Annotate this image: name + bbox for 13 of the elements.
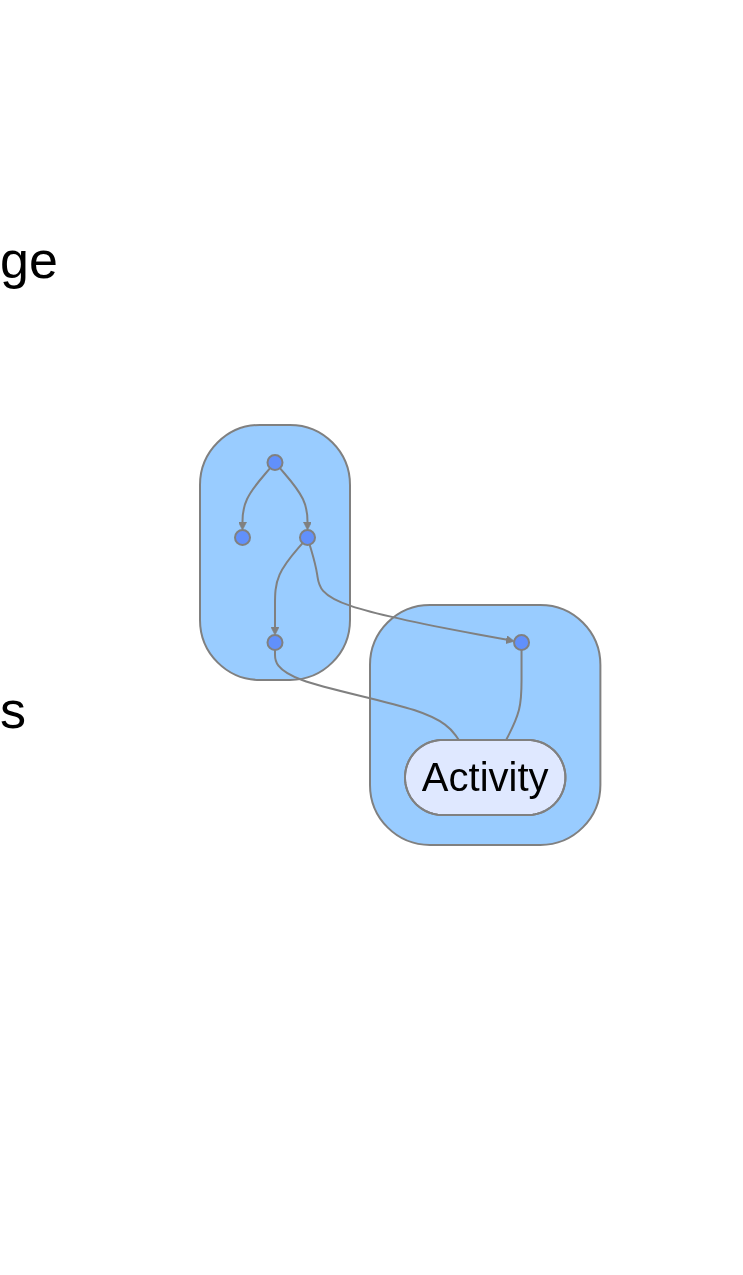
node-circle xyxy=(266,634,284,651)
side-label: s xyxy=(0,680,26,740)
cluster xyxy=(368,604,602,846)
node-circle xyxy=(298,529,316,546)
node-circle xyxy=(233,529,251,546)
node-circle xyxy=(266,454,284,471)
cluster xyxy=(198,424,351,681)
arrow xyxy=(278,467,312,531)
side-label: ge xyxy=(0,230,58,290)
arrow xyxy=(308,543,515,644)
node-circle xyxy=(512,634,530,651)
arrow xyxy=(270,542,304,636)
arrow xyxy=(237,467,271,531)
